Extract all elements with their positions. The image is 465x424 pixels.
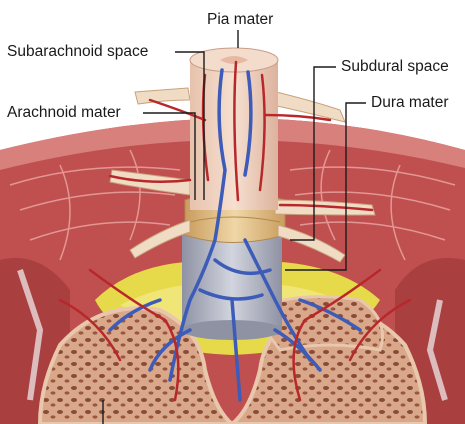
label-subdural-space: Subdural space xyxy=(340,58,450,76)
label-pia-mater: Pia mater xyxy=(206,11,274,29)
label-arachnoid-mater: Arachnoid mater xyxy=(6,104,122,122)
label-subarachnoid-space: Subarachnoid space xyxy=(6,43,149,61)
label-dura-mater: Dura mater xyxy=(370,94,450,112)
